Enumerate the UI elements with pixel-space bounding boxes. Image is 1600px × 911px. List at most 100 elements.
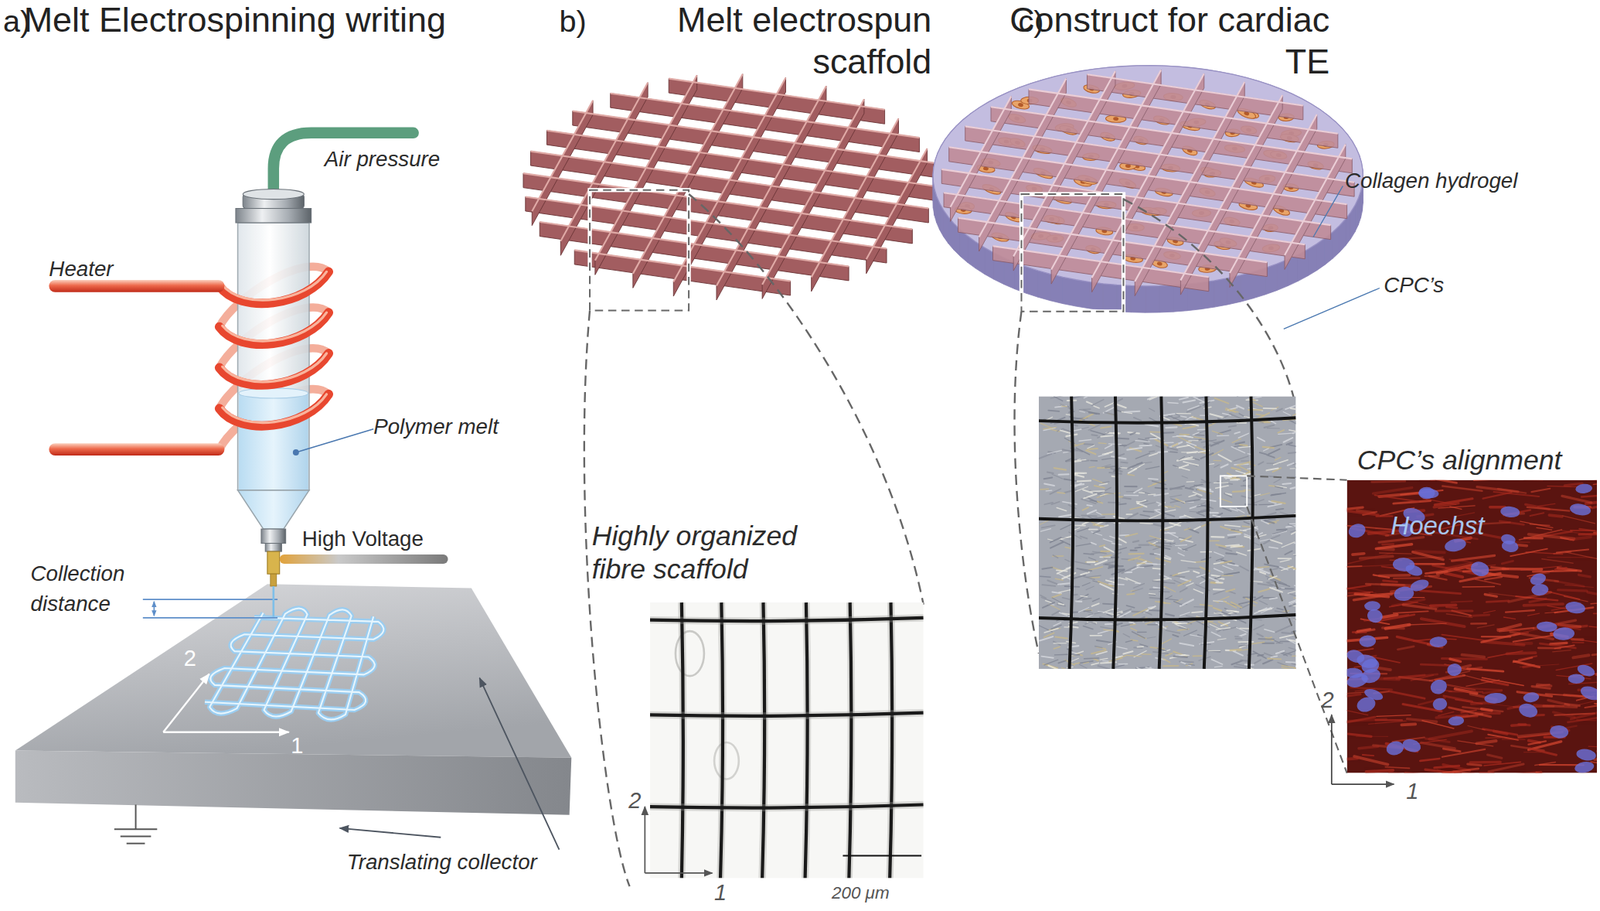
cell-texture-stroke [1085, 449, 1096, 454]
cell-texture-stroke [1135, 452, 1150, 459]
cell-texture-stroke [1229, 413, 1243, 420]
actin-streak [1450, 600, 1472, 602]
cell-texture-stroke [1239, 466, 1251, 473]
cell-texture-stroke [1235, 635, 1241, 637]
cell-texture-stroke [1086, 611, 1093, 613]
cell-texture-stroke [1186, 615, 1195, 617]
cell-texture-stroke [1235, 663, 1249, 667]
cell-texture-stroke [1284, 550, 1292, 555]
cell-texture-stroke [1185, 663, 1195, 665]
actin-streak [1419, 590, 1461, 594]
nozzle [265, 543, 282, 552]
cell-texture-stroke [1208, 650, 1220, 651]
cell-texture-stroke [1150, 431, 1161, 433]
cell-texture-stroke [1215, 558, 1223, 561]
heater-coil-highlight [222, 271, 327, 423]
cell-texture-stroke [1167, 447, 1178, 450]
cell-texture-stroke [1262, 446, 1274, 448]
actin-streak [1461, 654, 1485, 658]
cell-texture-stroke [1239, 601, 1250, 604]
cell-texture-stroke [1259, 600, 1268, 605]
ground-wire [135, 803, 137, 829]
cell-nucleus [1404, 562, 1424, 578]
cell-nucleus [1569, 502, 1592, 518]
cell-texture-stroke [1237, 619, 1246, 623]
actin-streak [1518, 529, 1562, 540]
cell-texture-stroke [1183, 544, 1197, 550]
cell-nucleus [1359, 666, 1383, 685]
cell-texture-stroke [1275, 610, 1287, 613]
cell-texture-stroke [1283, 411, 1291, 416]
leader-line [1283, 287, 1380, 329]
cell-texture-stroke [1041, 567, 1052, 569]
cell-texture-stroke [1040, 575, 1051, 578]
cell-texture-stroke [1252, 401, 1263, 407]
cell-texture-stroke [1179, 643, 1194, 646]
cell-texture-stroke [1070, 650, 1084, 656]
cell-texture-stroke [1179, 397, 1189, 400]
cell-texture-stroke [1088, 424, 1100, 430]
actin-streak [1429, 575, 1447, 580]
actin-streak [1565, 551, 1597, 560]
cell-nucleus [1428, 677, 1449, 696]
cell-texture-stroke [1222, 413, 1231, 418]
cell-texture-stroke [1126, 513, 1132, 515]
actin-streak [1430, 603, 1457, 607]
actin-streak [1545, 611, 1559, 613]
cell-texture-stroke [1193, 571, 1199, 573]
cell-texture-stroke [1235, 637, 1243, 640]
cell-texture-stroke [1225, 552, 1237, 554]
collector-front [15, 750, 572, 815]
actin-streak [1366, 769, 1394, 772]
cell-texture-stroke [1239, 643, 1250, 647]
actin-streak [1375, 494, 1420, 501]
cell-nucleus [1393, 585, 1416, 602]
cell-texture-stroke [1155, 487, 1168, 489]
cell-texture-stroke [1188, 439, 1199, 442]
cell-texture-stroke [1133, 417, 1141, 421]
actin-streak [1368, 720, 1406, 724]
cell-texture-stroke [1137, 645, 1144, 647]
cell-texture-stroke [1074, 483, 1082, 487]
cell-texture-stroke [1124, 411, 1140, 412]
cell-texture-stroke [1232, 438, 1241, 443]
actin-streak [1537, 503, 1556, 506]
actin-streak [1379, 614, 1415, 621]
cell-texture-stroke [1132, 631, 1145, 638]
cell-nucleus [1568, 673, 1586, 684]
ground-symbol [120, 834, 152, 837]
cell-texture-stroke [1188, 494, 1196, 498]
cell-texture-stroke [1244, 534, 1252, 537]
cell-texture-stroke [1076, 516, 1085, 518]
cell-texture-stroke [1228, 425, 1236, 426]
cell-texture-stroke [1075, 599, 1083, 603]
cell-texture-stroke [1104, 492, 1114, 494]
actin-streak [1523, 603, 1563, 606]
cell-texture-stroke [1289, 444, 1297, 447]
cell-texture-stroke [1085, 585, 1094, 589]
cell-texture-stroke [1164, 512, 1175, 516]
actin-streak [1594, 758, 1597, 760]
cell-texture-stroke [1293, 411, 1297, 416]
actin-streak [1401, 722, 1416, 727]
cell-texture-stroke [1174, 544, 1187, 546]
cell-texture-stroke [1047, 538, 1053, 541]
actin-streak [1579, 532, 1597, 536]
axis-arrow [163, 674, 209, 732]
cell-texture-stroke [1129, 621, 1135, 623]
cell-texture-stroke [1266, 607, 1271, 610]
actin-streak [1529, 598, 1546, 602]
cell-texture-stroke [1149, 593, 1156, 596]
cell-texture-stroke [1140, 500, 1148, 504]
cell-texture-stroke [1180, 587, 1188, 592]
inset-heading: Highly organized fibre scaffold [592, 519, 858, 586]
cell-texture-stroke [1217, 638, 1226, 640]
actin-streak [1581, 493, 1597, 497]
cell-texture-stroke [1057, 567, 1072, 574]
cell-texture-stroke [1047, 449, 1062, 453]
actin-streak [1562, 495, 1592, 502]
cell-texture-stroke [1260, 493, 1270, 496]
heater-lead [48, 442, 225, 456]
cell-texture-stroke [1149, 592, 1156, 596]
cell-texture-stroke [1062, 501, 1077, 504]
